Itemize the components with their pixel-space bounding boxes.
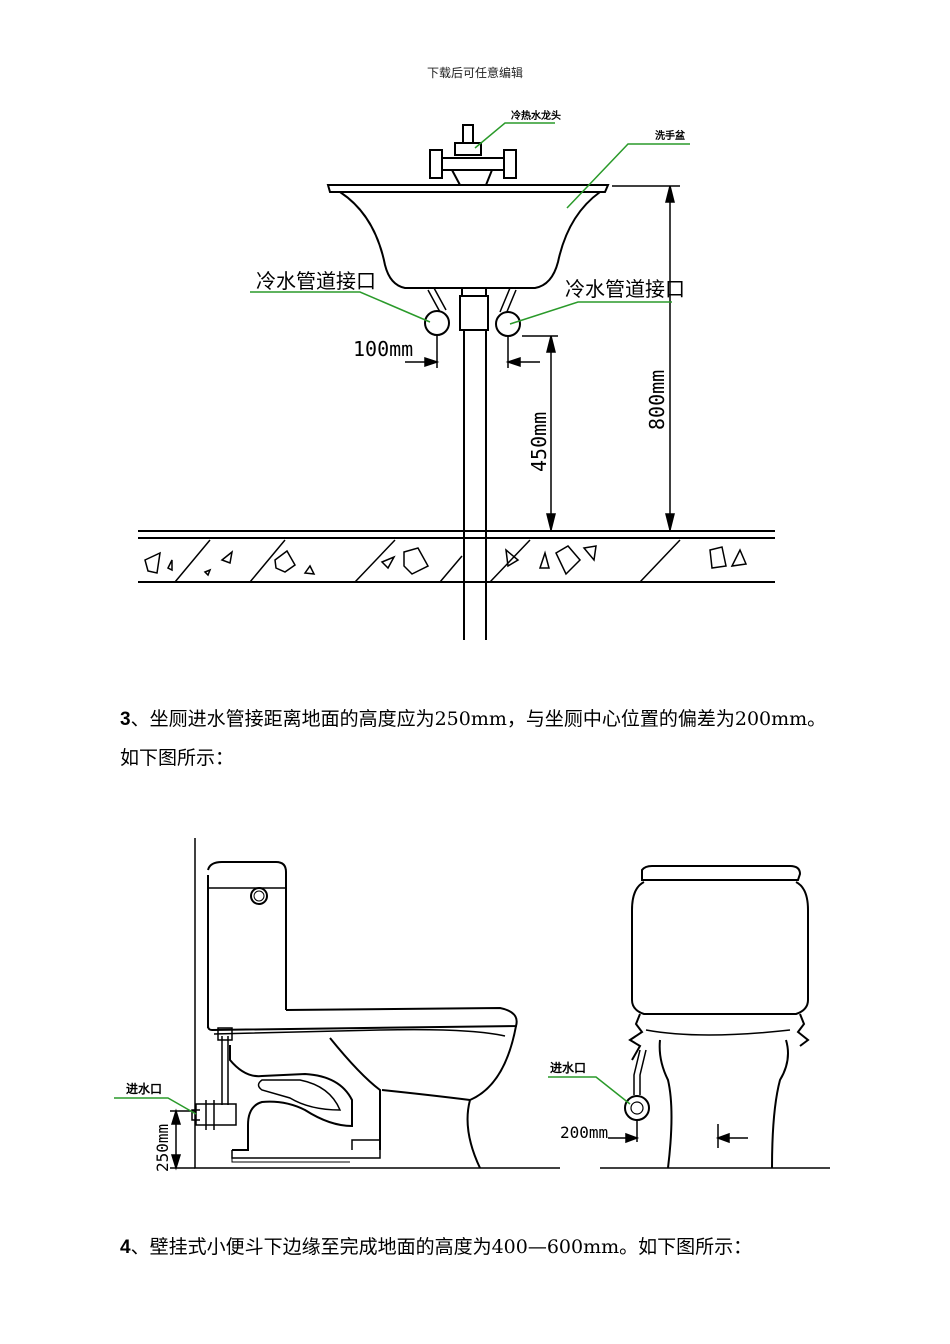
label-cold-right: 冷水管道接口 xyxy=(565,277,685,301)
label-dim-250: 250mm xyxy=(153,1124,172,1172)
label-inlet-side: 进水口 xyxy=(126,1081,162,1096)
section-4-paragraph: 4、壁挂式小便斗下边缘至完成地面的高度为400—600mm。如下图所示： xyxy=(120,1228,840,1267)
label-dim-100: 100mm xyxy=(353,337,413,361)
page-header: 下载后可任意编辑 xyxy=(426,66,523,80)
section-3-paragraph: 3、坐厕进水管接距离地面的高度应为250mm，与坐厕中心位置的偏差为200mm。… xyxy=(120,700,840,777)
section-4-number: 4 xyxy=(120,1237,131,1258)
toilet-front-view xyxy=(600,865,830,1169)
toilet-installation-diagram: 进水口 250mm 进水口 200mm xyxy=(114,838,830,1172)
section-3-number: 3 xyxy=(120,709,131,730)
label-cold-left: 冷水管道接口 xyxy=(256,269,376,293)
dim-100-line xyxy=(405,335,540,368)
toilet-side-view xyxy=(191,861,518,1169)
cold-inlet-left xyxy=(424,310,450,336)
label-dim-200: 200mm xyxy=(560,1123,608,1142)
sink-installation-diagram: 冷热水龙头 洗手盆 冷水管道接口 冷水管道接口 100mm 450mm 800m… xyxy=(138,109,775,640)
label-dim-800: 800mm xyxy=(645,370,669,430)
floor-hatching xyxy=(144,539,748,583)
section-3-text: 、坐厕进水管接距离地面的高度应为250mm，与坐厕中心位置的偏差为200mm。如… xyxy=(120,708,827,769)
label-faucet: 冷热水龙头 xyxy=(511,109,561,122)
dim-200-line xyxy=(608,1120,748,1148)
faucet-icon xyxy=(429,124,517,186)
cold-inlet-right xyxy=(495,311,521,337)
label-basin: 洗手盆 xyxy=(655,129,686,142)
section-4-text: 、壁挂式小便斗下边缘至完成地面的高度为400—600mm。如下图所示： xyxy=(130,1236,753,1258)
dim-450-line xyxy=(522,335,558,531)
label-inlet-front: 进水口 xyxy=(550,1060,586,1075)
label-dim-450: 450mm xyxy=(527,412,551,472)
dim-800-line xyxy=(612,185,680,531)
